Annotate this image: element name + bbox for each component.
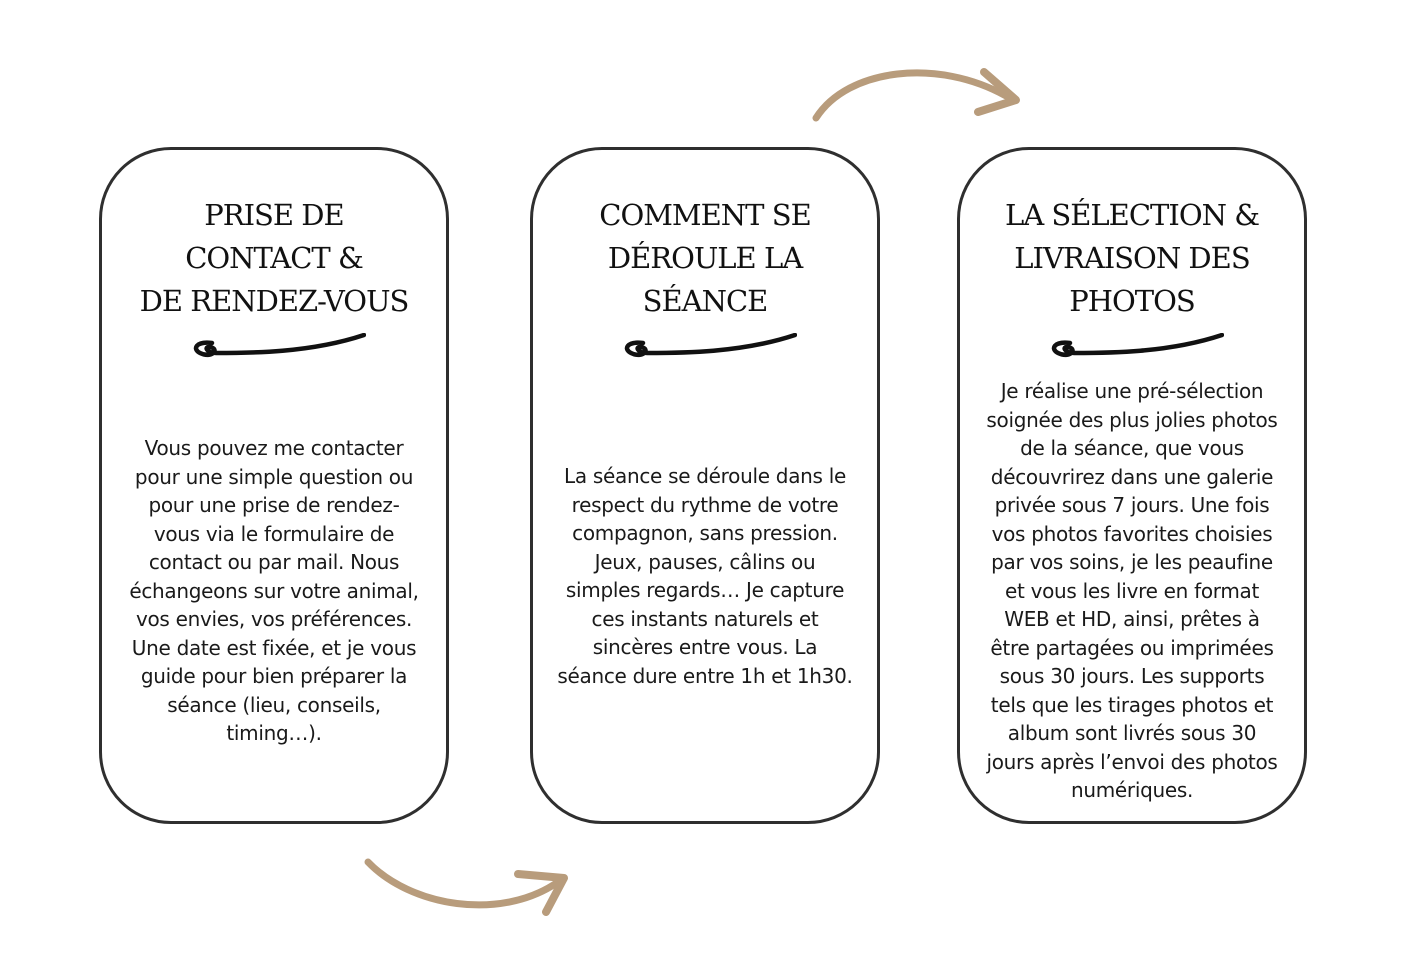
card-description: Je réalise une pré-sélection soignée des… bbox=[986, 379, 1278, 802]
card-description: Vous pouvez me contacter pour une simple… bbox=[129, 436, 419, 745]
hand-drawn-swash-icon bbox=[624, 333, 797, 358]
curved-arrow-icon bbox=[364, 858, 568, 916]
card-title: PRISE DE CONTACT & DE RENDEZ-VOUS bbox=[139, 198, 410, 318]
card-title: LA SÉLECTION & LIVRAISON DES PHOTOS bbox=[1004, 198, 1260, 318]
step-card-contact: PRISE DE CONTACT & DE RENDEZ-VOUS Vous p… bbox=[99, 147, 449, 824]
curved-arrow-icon bbox=[812, 68, 1020, 122]
step-card-delivery: LA SÉLECTION & LIVRAISON DES PHOTOS Je r… bbox=[957, 147, 1307, 824]
hand-drawn-swash-icon bbox=[193, 333, 366, 358]
hand-drawn-swash-icon bbox=[1051, 333, 1224, 358]
card-description: La séance se déroule dans le respect du … bbox=[557, 464, 853, 688]
step-card-session: COMMENT SE DÉROULE LA SÉANCE La séance s… bbox=[530, 147, 880, 824]
card-title: COMMENT SE DÉROULE LA SÉANCE bbox=[599, 198, 812, 318]
